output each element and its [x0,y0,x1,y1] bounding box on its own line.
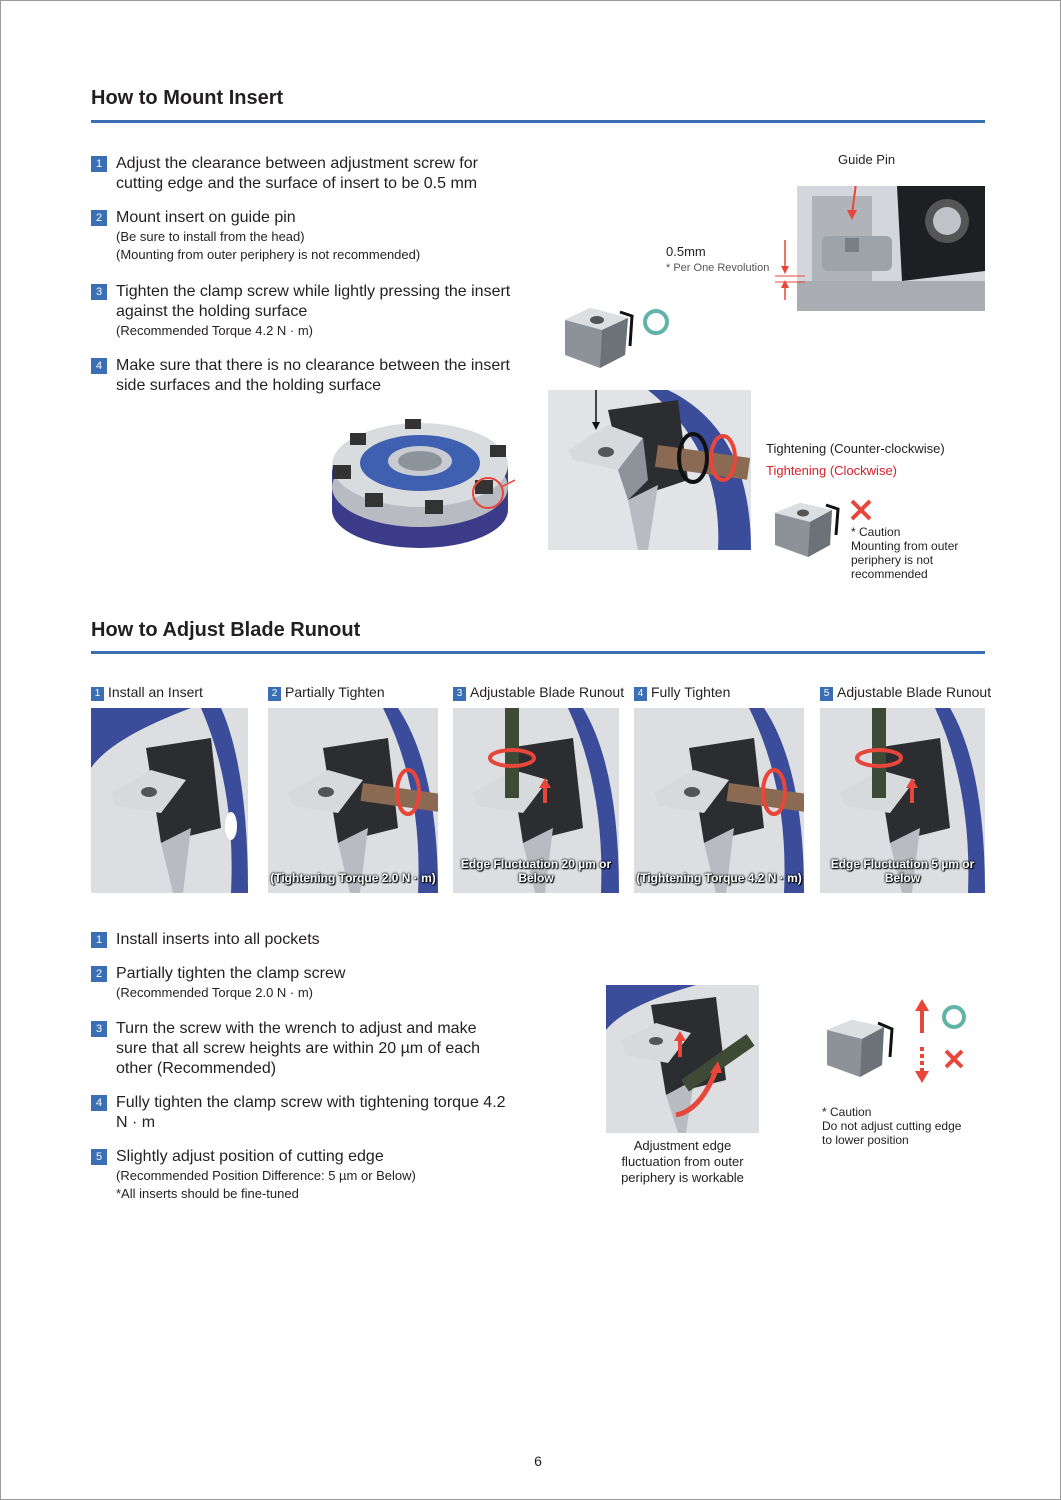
runout-step-1: 1 Install inserts into all pockets [91,930,511,950]
guide-pin-photo [797,186,985,311]
runout-panel-2: (Tightening Torque 2.0 N · m) [268,708,438,893]
guide-pin-label: Guide Pin [838,152,896,167]
adjust-caption: Adjustment edge fluctuation from outer p… [621,1138,744,1185]
panel-label-text: Partially Tighten [285,684,385,700]
step-number: 1 [91,687,104,701]
clearance-note: * Per One Revolution [666,262,770,274]
step-note: (Recommended Position Difference: 5 µm o… [116,1168,416,1183]
panel-label-text: Fully Tighten [651,684,731,700]
runout-panel-4: (Tightening Torque 4.2 N · m) [634,708,804,893]
step-number: 5 [91,1149,107,1165]
adjust-caution-title: * Caution [822,1105,872,1119]
step-text: Partially tighten the clamp screw [116,965,346,982]
insert-correct-icon [560,300,670,370]
adjust-caution-text: Do not adjust cutting edge to lower posi… [822,1119,962,1147]
fluctuation-overlay: Edge Fluctuation 5 µm or Below [830,857,975,885]
mount-caution-text: Mounting from outer periphery is not rec… [851,539,959,581]
runout-panel-3: Edge Fluctuation 20 µm or Below [453,708,619,893]
step-text: Turn the screw with the wrench to adjust… [116,1020,481,1077]
runout-step-4: 4 Fully tighten the clamp screw with tig… [91,1093,511,1133]
adjust-direction-icon [822,995,972,1085]
step-text: Make sure that there is no clearance bet… [116,357,510,394]
mounting-photo [548,390,751,550]
panel-label-3: 3 Adjustable Blade Runout [453,684,624,701]
clearance-arrows [775,240,805,300]
step-number: 2 [91,210,107,226]
mount-step-1: 1 Adjust the clearance between adjustmen… [91,154,511,194]
step-number: 2 [268,687,281,701]
step-note: (Recommended Torque 2.0 N · m) [116,985,314,1000]
step-text: Tighten the clamp screw while lightly pr… [116,283,511,320]
step-number: 4 [91,358,107,374]
step-number: 1 [91,156,107,172]
step-text: Slightly adjust position of cutting edge [116,1148,384,1165]
section-title-blade-runout: How to Adjust Blade Runout [91,619,361,641]
panel-label-text: Install an Insert [108,684,203,700]
step-note: (Be sure to install from the head) [116,229,305,244]
step-text: Adjust the clearance between adjustment … [116,155,478,192]
panel-label-2: 2 Partially Tighten [268,684,385,701]
section-rule [91,651,985,654]
step-number: 3 [91,1021,107,1037]
runout-step-2: 2 Partially tighten the clamp screw (Rec… [91,964,511,1002]
section-rule [91,120,985,123]
clearance-value: 0.5mm [666,244,706,259]
mount-step-2: 2 Mount insert on guide pin (Be sure to … [91,208,511,264]
page-number: 6 [534,1453,542,1469]
runout-panel-1 [91,708,248,893]
runout-panel-5: Edge Fluctuation 5 µm or Below [820,708,985,893]
step-note: *All inserts should be fine-tuned [116,1186,299,1201]
step-number: 2 [91,966,107,982]
step-text: Fully tighten the clamp screw with tight… [116,1094,506,1131]
step-text: Install inserts into all pockets [116,931,320,948]
insert-wrong-icon [770,495,880,560]
torque-overlay: (Tightening Torque 4.2 N · m) [636,871,802,885]
panel-label-4: 4 Fully Tighten [634,684,730,701]
cutter-body-illustration [325,405,515,555]
step-number: 3 [91,284,107,300]
fluctuation-overlay: Edge Fluctuation 20 µm or Below [460,857,612,885]
mount-caution-title: * Caution [851,525,901,539]
tightening-cw-label: Tightening (Clockwise) [766,463,898,478]
torque-overlay: (Tightening Torque 2.0 N · m) [270,871,436,885]
panel-label-5: 5 Adjustable Blade Runout [820,684,991,701]
step-number: 5 [820,687,833,701]
step-number: 1 [91,932,107,948]
mount-step-4: 4 Make sure that there is no clearance b… [91,356,511,396]
panel-label-1: 1 Install an Insert [91,684,203,701]
step-note: (Recommended Torque 4.2 N · m) [116,323,314,338]
step-number: 3 [453,687,466,701]
section-title-mount-insert: How to Mount Insert [91,87,284,109]
runout-step-5: 5 Slightly adjust position of cutting ed… [91,1147,511,1203]
runout-step-3: 3 Turn the screw with the wrench to adju… [91,1019,511,1079]
mount-step-3: 3 Tighten the clamp screw while lightly … [91,282,511,340]
step-number: 4 [634,687,647,701]
adjust-photo [606,985,759,1133]
step-note: (Mounting from outer periphery is not re… [116,247,421,262]
step-number: 4 [91,1095,107,1111]
panel-label-text: Adjustable Blade Runout [837,684,992,700]
step-text: Mount insert on guide pin [116,209,296,226]
tightening-ccw-label: Tightening (Counter-clockwise) [766,441,945,456]
panel-label-text: Adjustable Blade Runout [470,684,625,700]
